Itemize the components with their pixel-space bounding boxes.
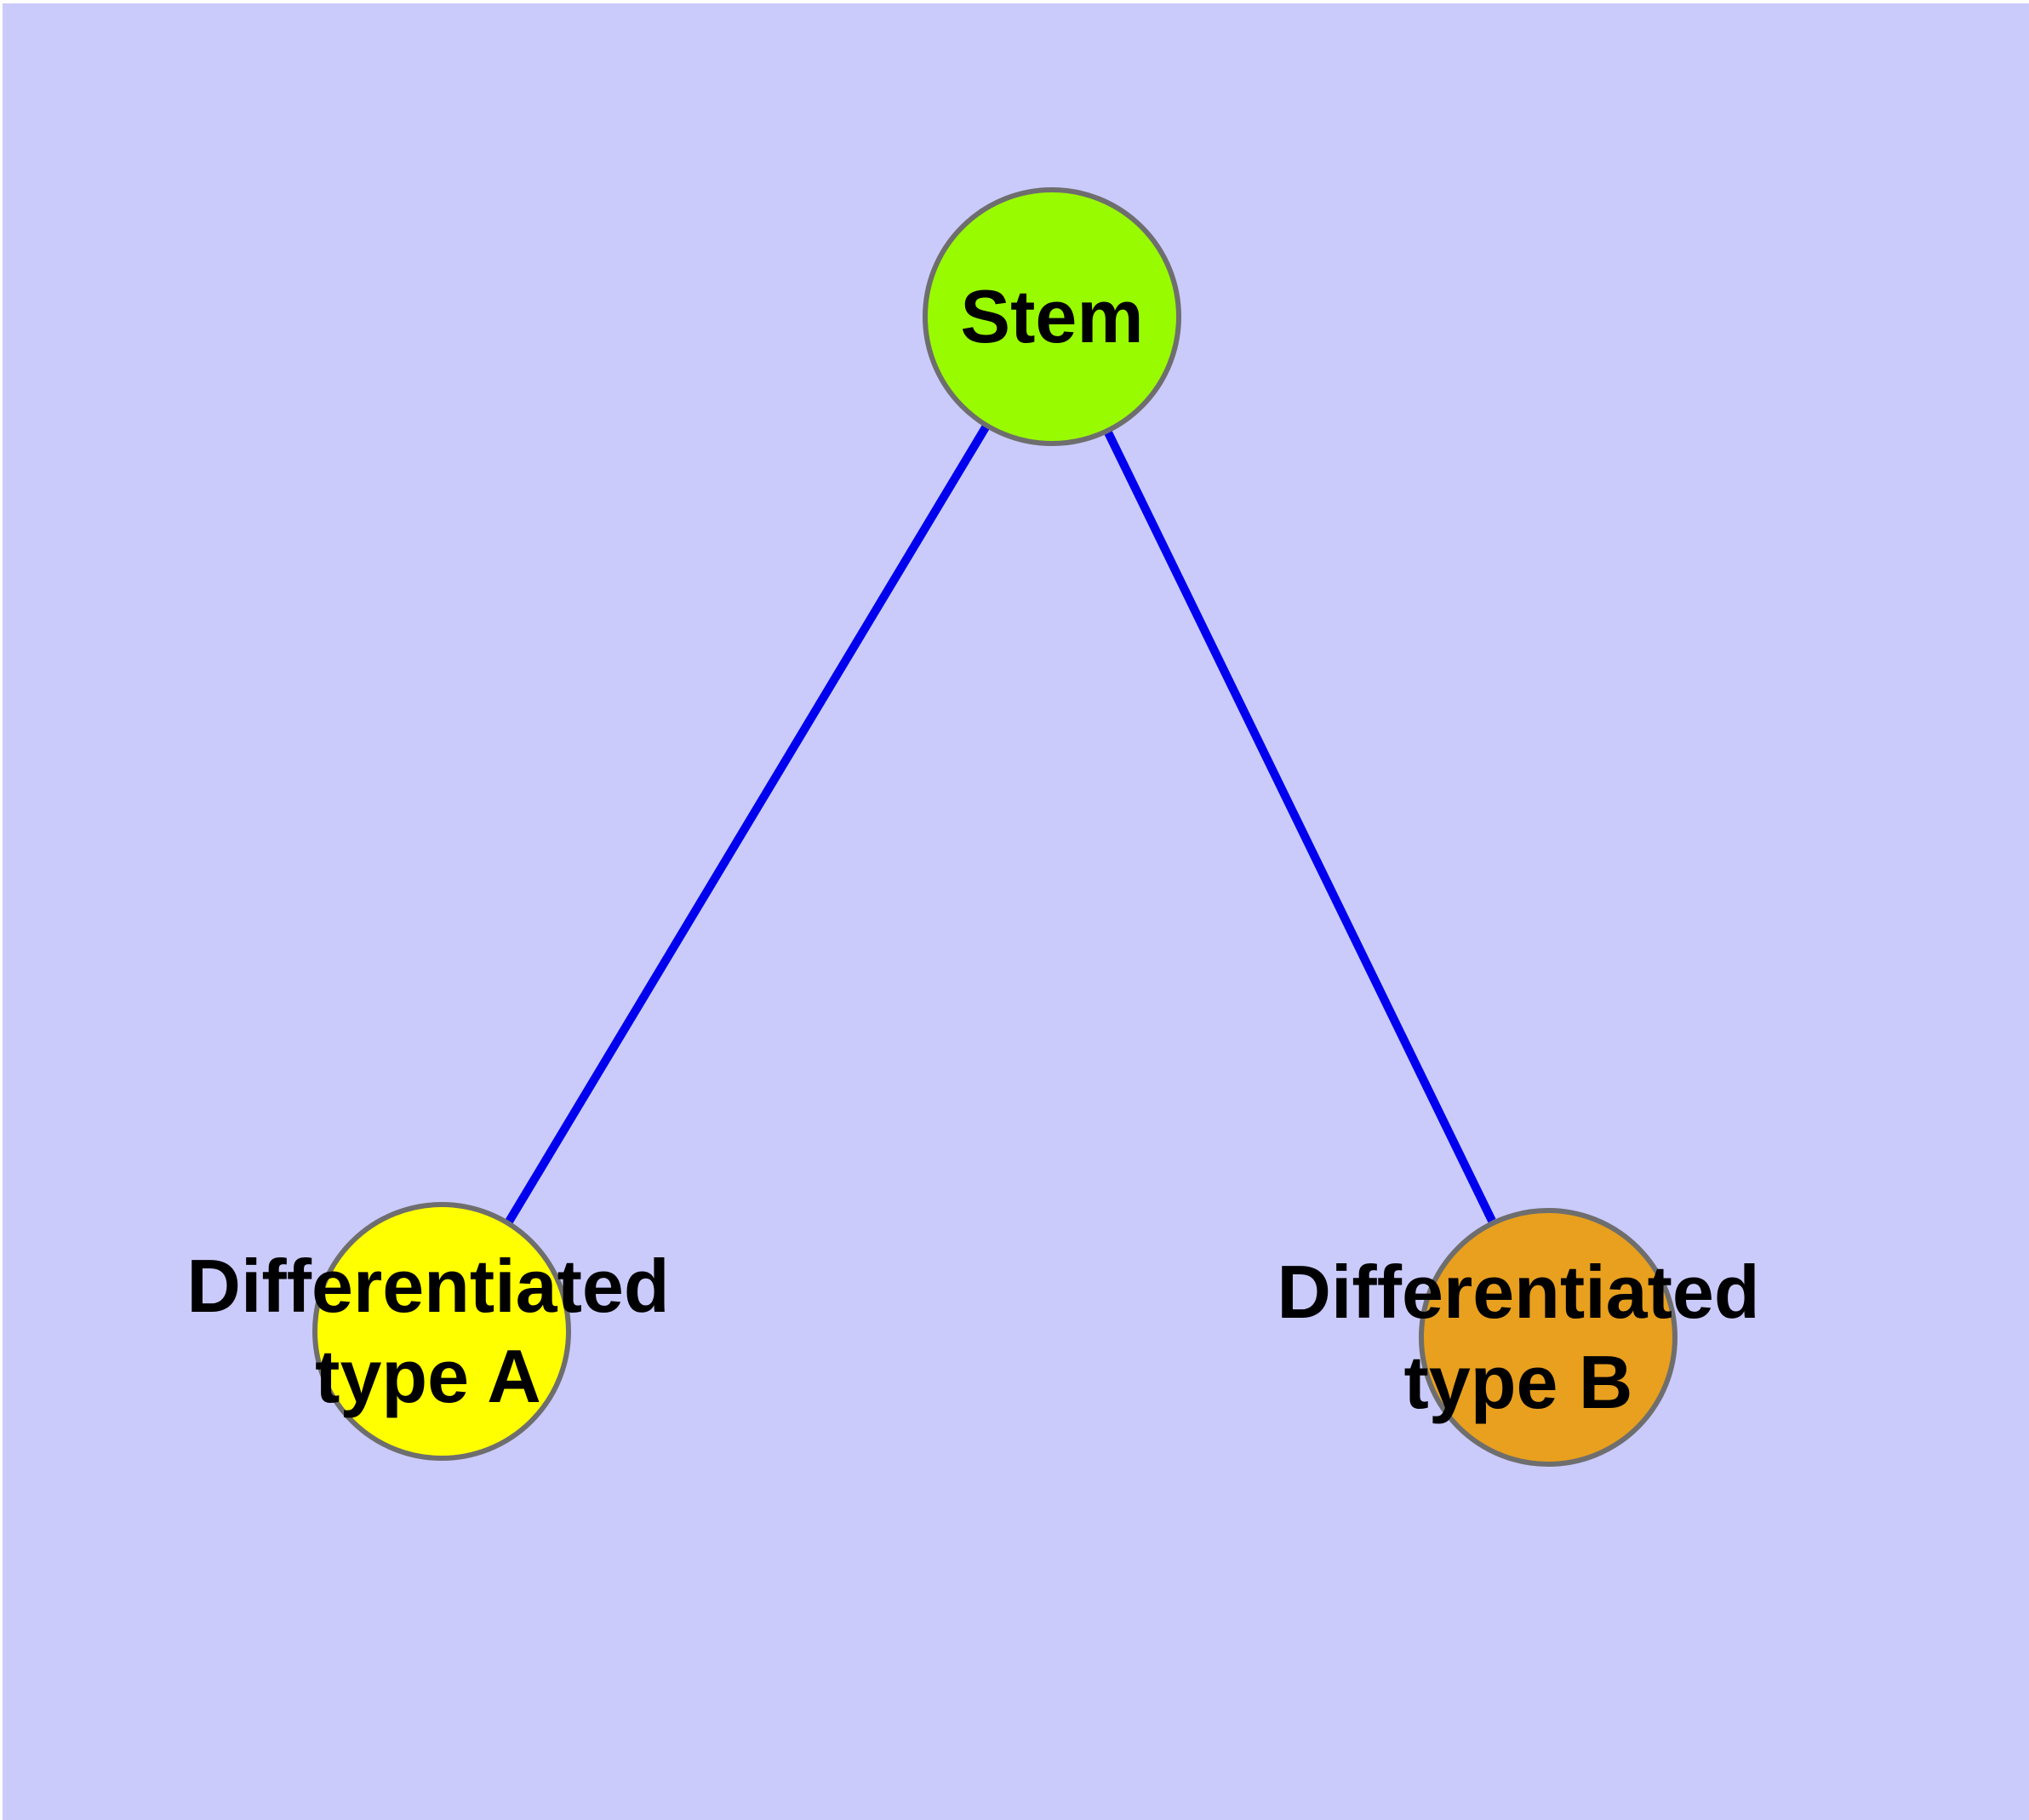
node-differentiated-type-a-label: Differentiated type A	[186, 1241, 669, 1422]
edge-stem-to-type-a[interactable]	[505, 425, 990, 1224]
node-type-a-label-line2: type A	[315, 1334, 541, 1418]
node-differentiated-type-a[interactable]: Differentiated type A	[186, 1202, 670, 1461]
node-stem-label: Stem	[960, 272, 1143, 362]
node-type-b-label-line1: Differentiated	[1277, 1250, 1760, 1334]
node-stem[interactable]: Stem	[923, 187, 1181, 446]
node-differentiated-type-b[interactable]: Differentiated type B	[1277, 1208, 1760, 1467]
diagram-canvas: Stem Differentiated type A Differentiate…	[3, 3, 2029, 1820]
node-differentiated-type-b-label: Differentiated type B	[1277, 1247, 1759, 1428]
node-type-b-label-line2: type B	[1403, 1340, 1633, 1424]
edge-stem-to-type-b[interactable]	[1104, 430, 1496, 1223]
node-stem-label-line: Stem	[960, 274, 1144, 358]
node-type-a-label-line1: Differentiated	[186, 1244, 670, 1328]
